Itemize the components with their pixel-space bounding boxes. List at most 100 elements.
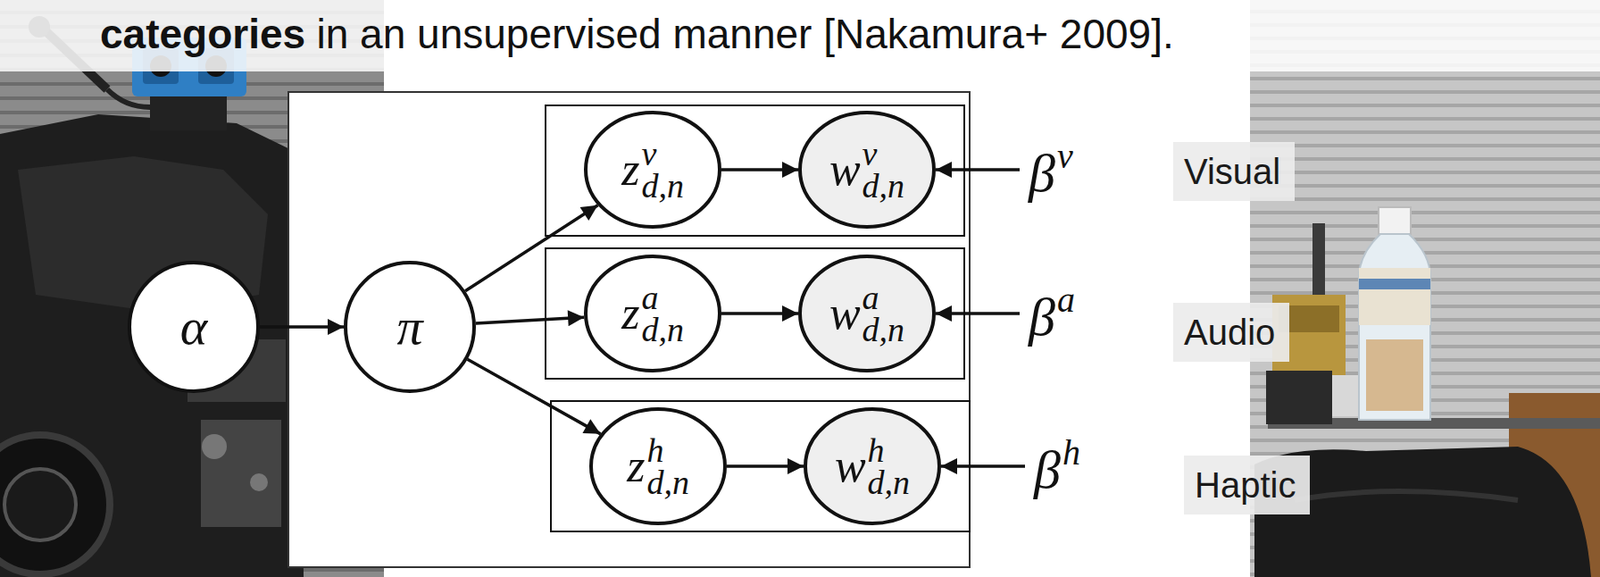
- superscript: v: [1057, 135, 1074, 176]
- node-ellipse: [585, 256, 720, 371]
- subscript: d,n: [867, 466, 911, 499]
- variable-symbol: α: [180, 300, 208, 353]
- model-panel: [288, 91, 970, 567]
- illustration-part: [0, 434, 110, 575]
- dependency-arrow: [465, 205, 598, 292]
- hyperparameter-node: α: [127, 260, 260, 393]
- observed-node: whd,n: [803, 407, 942, 525]
- index-stack: vd,n: [862, 137, 906, 202]
- label-text: Visual: [1183, 151, 1281, 192]
- dependency-arrow: [467, 358, 601, 434]
- illustration-part: [201, 433, 227, 459]
- index-stack: ad,n: [862, 281, 906, 346]
- dependency-arrow: [721, 311, 799, 316]
- illustration-part: [1332, 375, 1359, 417]
- label-text: Audio: [1183, 312, 1275, 352]
- dependency-arrow: [475, 316, 584, 324]
- parameter-symbol: βv: [1028, 136, 1074, 203]
- node-ellipse: [345, 262, 475, 392]
- illustration-part: [4, 468, 76, 541]
- superscript: v: [862, 137, 878, 170]
- observed-node: wvd,n: [798, 110, 936, 229]
- index-stack: vd,n: [641, 137, 684, 202]
- node-label: α: [180, 300, 208, 353]
- title-band: [0, 0, 1600, 72]
- parameter-arrow: [935, 311, 1020, 316]
- modality-label: Visual: [1173, 141, 1295, 201]
- node-label: zad,n: [621, 281, 684, 346]
- node-label: zvd,n: [621, 137, 684, 202]
- variable-symbol: z: [621, 290, 640, 337]
- dependency-arrow: [721, 167, 799, 172]
- variable-symbol: z: [621, 146, 640, 193]
- illustration-part: [1266, 370, 1333, 425]
- parameter-symbol: β: [1033, 440, 1061, 500]
- parameter-symbol: βa: [1028, 280, 1075, 347]
- latent-node: zad,n: [583, 254, 722, 373]
- node-ellipse: [800, 256, 934, 371]
- node-ellipse: [585, 112, 720, 227]
- variable-symbol: z: [626, 442, 645, 490]
- node-label: wvd,n: [829, 137, 905, 202]
- node-ellipse: [591, 408, 725, 524]
- variable-symbol: w: [829, 146, 861, 193]
- illustration-part: [1366, 339, 1424, 411]
- subscript: d,n: [862, 313, 906, 346]
- subscript: d,n: [641, 169, 684, 202]
- index-stack: hd,n: [646, 433, 690, 499]
- latent-node: zhd,n: [589, 407, 727, 525]
- illustration-part: [1378, 207, 1411, 234]
- label-text: in an unsupervised manner [Nakamura+ 200…: [316, 10, 1175, 58]
- variable-symbol: w: [834, 442, 867, 490]
- latent-node: π: [343, 260, 476, 393]
- illustration-part: [150, 92, 227, 131]
- slide-text: categoriesin an unsupervised manner [Nak…: [100, 10, 1175, 59]
- illustration-part: [1358, 278, 1431, 290]
- illustration-part: [1358, 233, 1431, 420]
- modality-label: Haptic: [1183, 455, 1310, 515]
- superscript: a: [641, 281, 659, 314]
- superscript: h: [867, 433, 885, 467]
- subscript: d,n: [641, 313, 684, 346]
- variable-symbol: w: [829, 290, 861, 337]
- node-label: wad,n: [829, 281, 905, 346]
- dependency-arrow: [726, 464, 804, 468]
- plate: [550, 400, 970, 532]
- illustration-part: [1294, 491, 1518, 500]
- illustration-part: [200, 419, 282, 527]
- index-stack: ad,n: [641, 281, 684, 346]
- subscript: d,n: [862, 169, 906, 202]
- node-ellipse: [805, 408, 940, 524]
- illustration-part: [0, 114, 304, 577]
- index-stack: hd,n: [867, 433, 911, 499]
- parameter-symbol: βh: [1033, 433, 1081, 500]
- label-text: Haptic: [1194, 465, 1296, 505]
- superscript: a: [1057, 279, 1075, 320]
- subscript: d,n: [646, 466, 690, 499]
- plate: [545, 105, 965, 236]
- illustration-part: [1312, 223, 1325, 304]
- node-ellipse: [800, 112, 934, 227]
- modality-label: Audio: [1173, 302, 1290, 362]
- plate: [545, 248, 965, 379]
- superscript: a: [862, 281, 880, 314]
- illustration-part: [250, 473, 268, 492]
- latent-node: zvd,n: [583, 110, 722, 229]
- node-label: π: [396, 300, 423, 353]
- illustration-part: [107, 89, 150, 108]
- dependency-arrow: [259, 325, 344, 329]
- node-label: zhd,n: [626, 433, 690, 499]
- variable-symbol: π: [396, 300, 423, 353]
- parameter-arrow: [941, 464, 1025, 468]
- illustration-part: [1358, 267, 1431, 325]
- parameter-symbol: β: [1028, 287, 1056, 347]
- label-text: categories: [100, 10, 306, 58]
- observed-node: wad,n: [798, 254, 936, 373]
- node-ellipse: [129, 262, 259, 392]
- parameter-arrow: [935, 167, 1020, 172]
- node-label: whd,n: [834, 433, 910, 499]
- superscript: h: [1062, 432, 1081, 473]
